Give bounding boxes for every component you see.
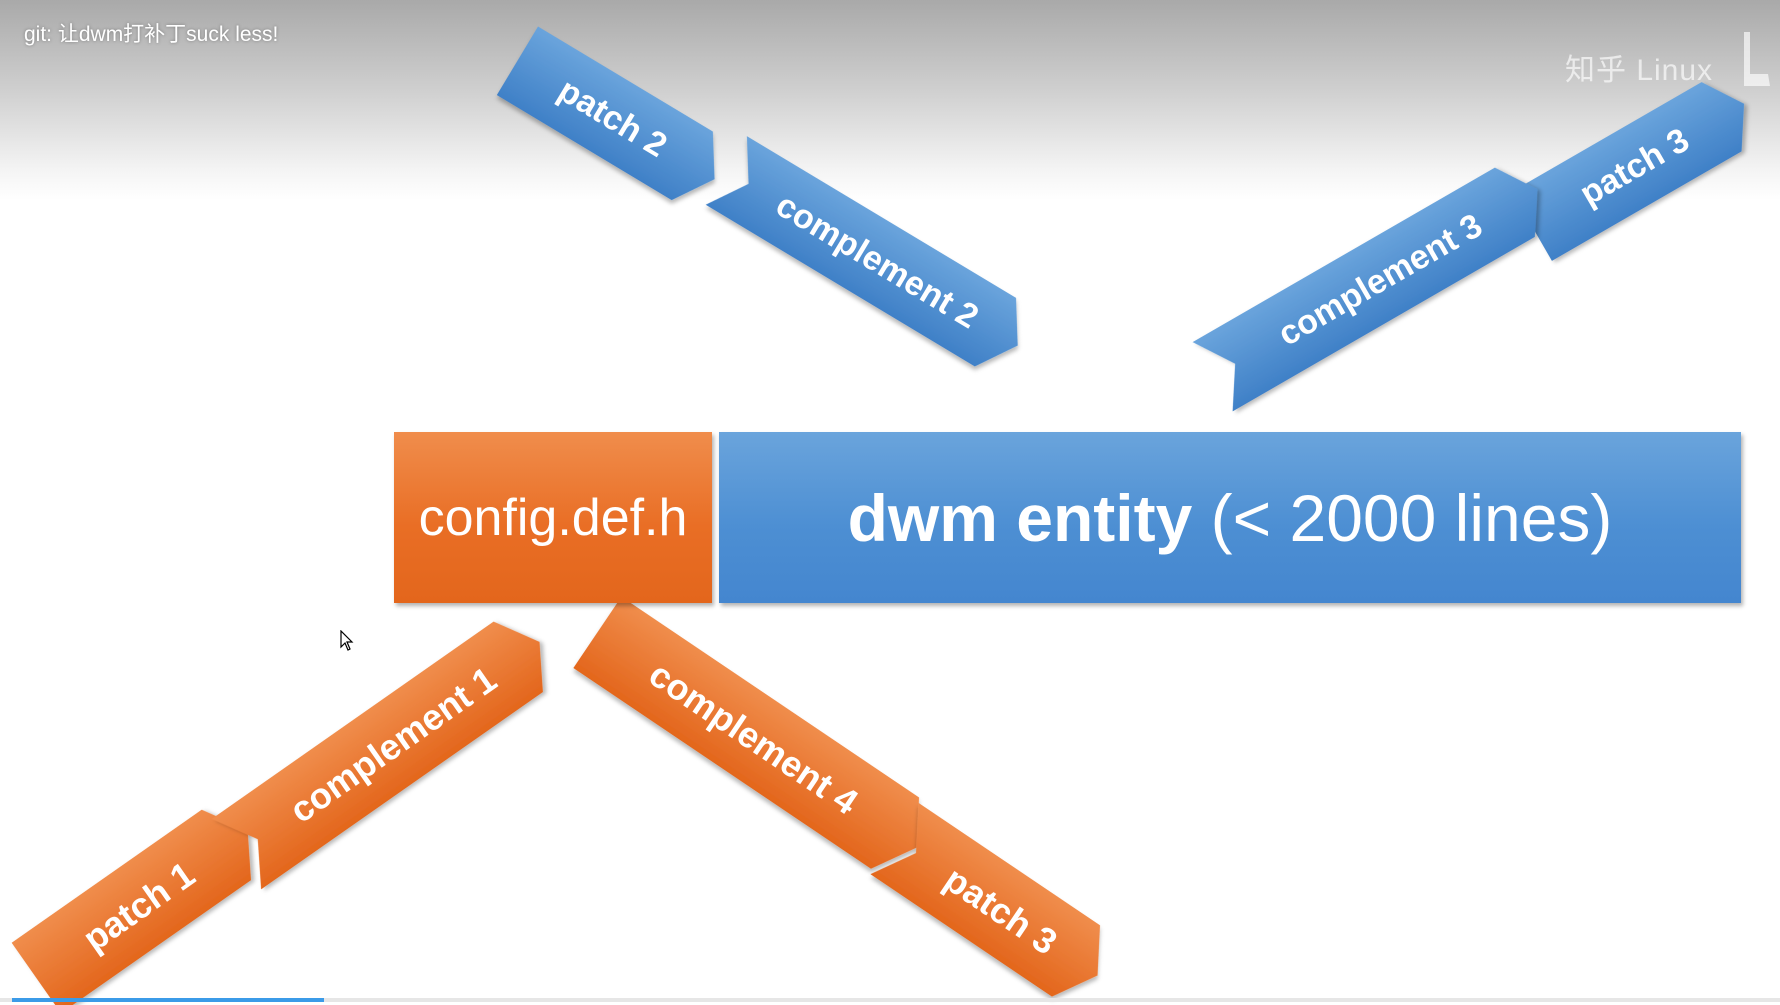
arrow-complement-1-shape (211, 621, 543, 890)
arrow-complement-2-shape (705, 136, 1018, 367)
video-progress-bar[interactable] (0, 998, 1780, 1002)
watermark-icon (1744, 32, 1770, 86)
dwm-entity-label: dwm entity (< 2000 lines) (848, 480, 1613, 556)
dwm-entity-label-bold: dwm entity (847, 480, 1193, 555)
arrow-complement-2: complement 2 (705, 136, 1018, 367)
config-def-h-label: config.def.h (418, 488, 688, 547)
arrow-complement-4-label: complement 4 (642, 653, 866, 822)
arrow-complement-1-label: complement 1 (282, 658, 504, 830)
arrow-patch-2-shape (496, 26, 715, 201)
title-overlay-gradient (0, 0, 1780, 200)
arrow-patch-2: patch 2 (496, 26, 715, 201)
video-title: git: 让dwm打补丁suck less! (24, 23, 279, 46)
arrow-patch-3-top-shape (1511, 82, 1745, 261)
config-def-h-box: config.def.h (394, 432, 712, 603)
arrow-patch-3-top: patch 3 (1511, 82, 1745, 261)
arrow-patch-1-shape (11, 809, 252, 1005)
arrow-complement-3: complement 3 (1192, 167, 1538, 412)
arrow-patch-3-bottom-shape (870, 802, 1101, 997)
arrow-complement-4: complement 4 (573, 596, 920, 869)
video-progress-fill (12, 998, 324, 1002)
dwm-entity-label-lines: (< 2000 lines) (1192, 480, 1613, 555)
arrow-complement-3-shape (1192, 167, 1538, 412)
arrow-complement-4-shape (573, 596, 920, 869)
dwm-entity-box: dwm entity (< 2000 lines) (719, 432, 1741, 603)
watermark-logo: 知乎 Linux (1565, 54, 1714, 87)
mouse-cursor-icon (340, 630, 354, 651)
arrow-complement-1: complement 1 (211, 621, 543, 890)
